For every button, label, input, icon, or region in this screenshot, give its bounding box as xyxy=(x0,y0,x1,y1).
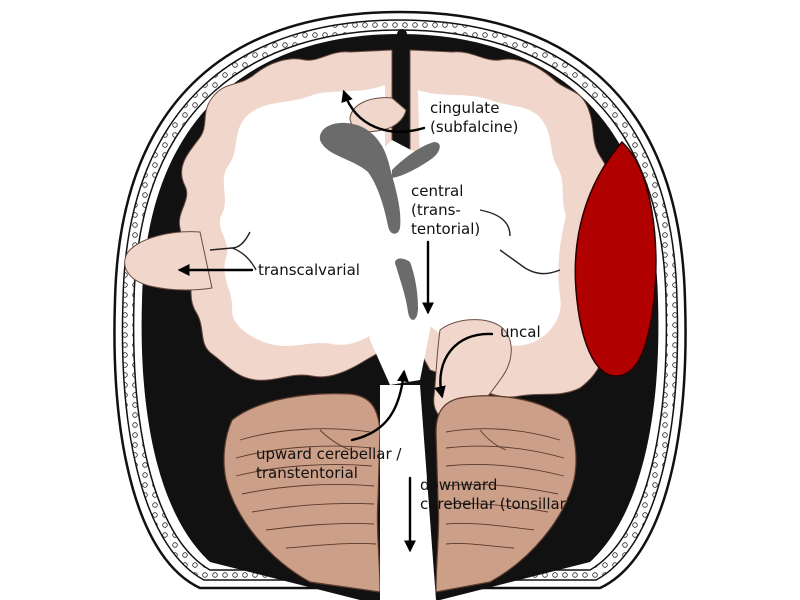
label-downward: downward cerebellar (tonsillar) xyxy=(420,476,572,513)
label-transcalvarial: transcalvarial xyxy=(258,261,360,279)
hematoma xyxy=(574,140,657,377)
right-sulcus xyxy=(479,209,561,275)
transcalvarial-sulcus xyxy=(209,231,257,271)
lateral-ventricle xyxy=(319,122,440,234)
right-white-matter xyxy=(418,90,566,347)
label-uncal: uncal xyxy=(500,323,541,341)
cerebellar-folia xyxy=(235,428,565,549)
transcalvarial-protrusion xyxy=(124,231,213,291)
third-ventricle xyxy=(395,258,418,320)
cerebellum-right xyxy=(435,395,577,593)
upward-arrow xyxy=(350,369,409,442)
uncal-arrow xyxy=(434,332,494,399)
label-central: central (trans- tentorial) xyxy=(411,182,480,238)
label-cingulate: cingulate (subfalcine) xyxy=(430,99,518,136)
cingulate-arrow xyxy=(341,89,426,133)
cerebellum-left xyxy=(223,393,381,593)
brainstem-canal xyxy=(380,385,436,600)
label-upward: upward cerebellar / transtentorial xyxy=(256,445,406,482)
